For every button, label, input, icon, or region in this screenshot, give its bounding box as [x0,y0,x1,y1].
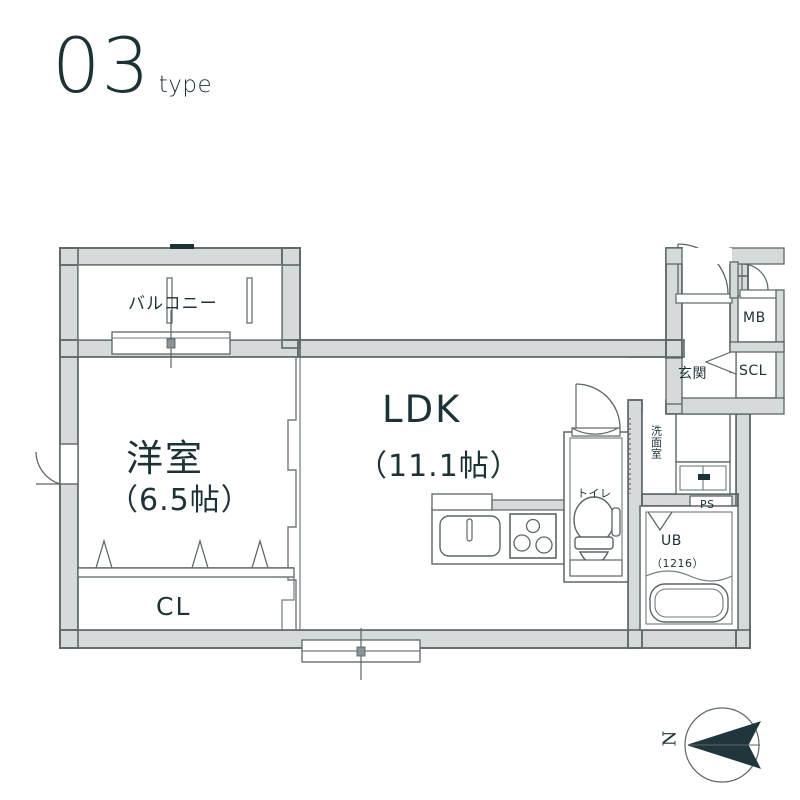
floor-entrance [682,264,730,400]
unit-bath-door-marker [647,511,673,532]
wall-entrance-left-lower [665,357,683,405]
room-window-left [35,443,79,485]
vanity-faucet [698,474,710,480]
ldk-window-handle [356,646,366,657]
kitchen-backsplash [431,493,493,511]
closet-marker-2 [191,538,209,569]
wall-between-mb-scl [729,341,785,353]
toilet-base [574,536,614,550]
toilet-door-swing [575,383,621,429]
wall-entrance-jog [665,339,683,359]
toilet-shelf [569,559,623,577]
window-left-opening [59,443,79,485]
partition-track-line [287,357,297,630]
unit-bath-area [639,505,739,631]
closet-area [77,538,295,630]
kitchen-faucet [466,518,473,542]
partition-sliding-door [287,357,301,630]
bathtub-inner [654,588,724,618]
wall-entrance-bottom-2 [681,397,785,415]
toilet-tank [611,507,621,537]
window-left-swing-arc [35,451,61,485]
balcony-wall-marker [170,244,194,249]
shoe-closet-room [735,349,783,399]
washing-machine-space [675,413,731,463]
meter-box-room [737,295,781,343]
kitchen-counter [431,493,629,565]
plan-type-suffix: type [158,72,213,98]
balcony-door-handle [166,338,176,349]
compass-rose [684,707,762,783]
meter-box-door-panel [739,289,779,299]
stove-burner-right [535,536,553,554]
toilet-door-panel [571,427,621,437]
wall-balcony-right [281,247,301,349]
balcony-divider-left [166,277,173,324]
floor-western-room [78,357,300,630]
wall-mb-right [775,289,785,343]
wall-top-balcony [59,247,301,266]
entrance-area [665,243,785,415]
washroom-area [629,413,733,514]
wall-between-entrance-mb [729,261,739,299]
toilet-bowl [573,496,615,544]
wall-ldk-top [297,339,685,358]
ldk-window-bottom [301,628,421,680]
closet-marker-1 [95,538,113,569]
balcony-area [77,244,283,368]
compass-north-label: N [659,730,681,747]
closet-sliding-doors [77,567,295,578]
entrance-door-panel [675,293,733,304]
closet-right-jog [278,576,295,630]
unit-bath-floor-curve [645,570,733,582]
stove-burner-top [525,518,541,534]
closet-marker-3 [251,538,269,569]
plan-type-number: 03 [52,21,151,110]
balcony-divider-right [246,277,253,324]
toilet-room [563,383,629,583]
plan-title: 03 type [52,28,212,104]
shoe-closet-open-marker [704,349,737,375]
stove-burner-left [513,534,531,552]
